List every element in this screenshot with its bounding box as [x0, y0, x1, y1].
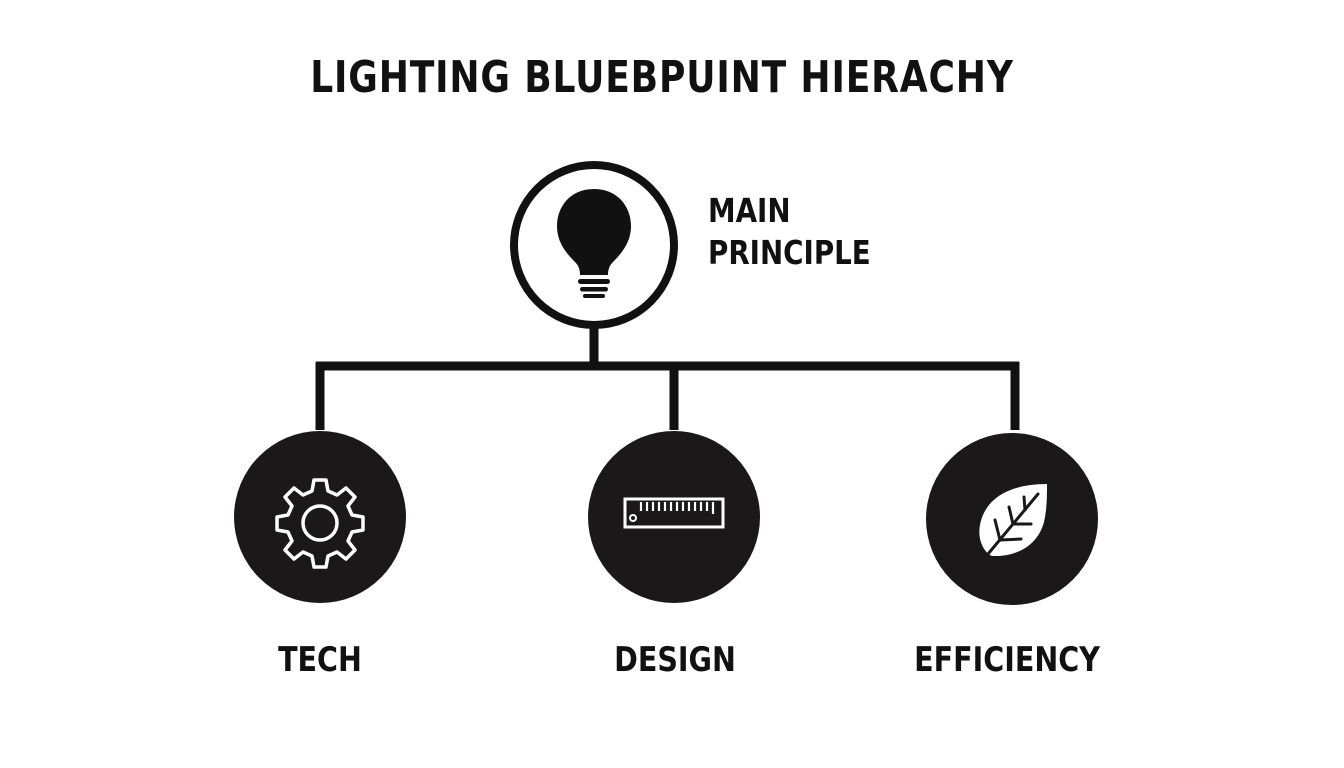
efficiency-node [926, 433, 1098, 605]
leaf-icon [979, 484, 1047, 562]
ruler-icon [623, 497, 725, 529]
root-node-label-line2: PRINCIPLE [708, 233, 871, 272]
connector-lines [315, 325, 1020, 430]
design-node [588, 431, 760, 603]
diagram-title: LIGHTING BLUEBPUINT HIERACHY [310, 52, 1014, 103]
gear-icon [275, 478, 365, 569]
lightbulb-icon [557, 189, 631, 298]
root-node-label-line1: MAIN [708, 191, 791, 230]
root-node-label: MAIN PRINCIPLE [708, 190, 871, 274]
tech-node [234, 431, 406, 603]
tech-node-label: TECH [278, 640, 362, 680]
efficiency-node-label: EFFICIENCY [914, 640, 1100, 680]
tech-node-circle [234, 431, 406, 603]
design-node-label: DESIGN [614, 640, 736, 680]
root-node [510, 161, 678, 329]
design-node-circle [588, 431, 760, 603]
